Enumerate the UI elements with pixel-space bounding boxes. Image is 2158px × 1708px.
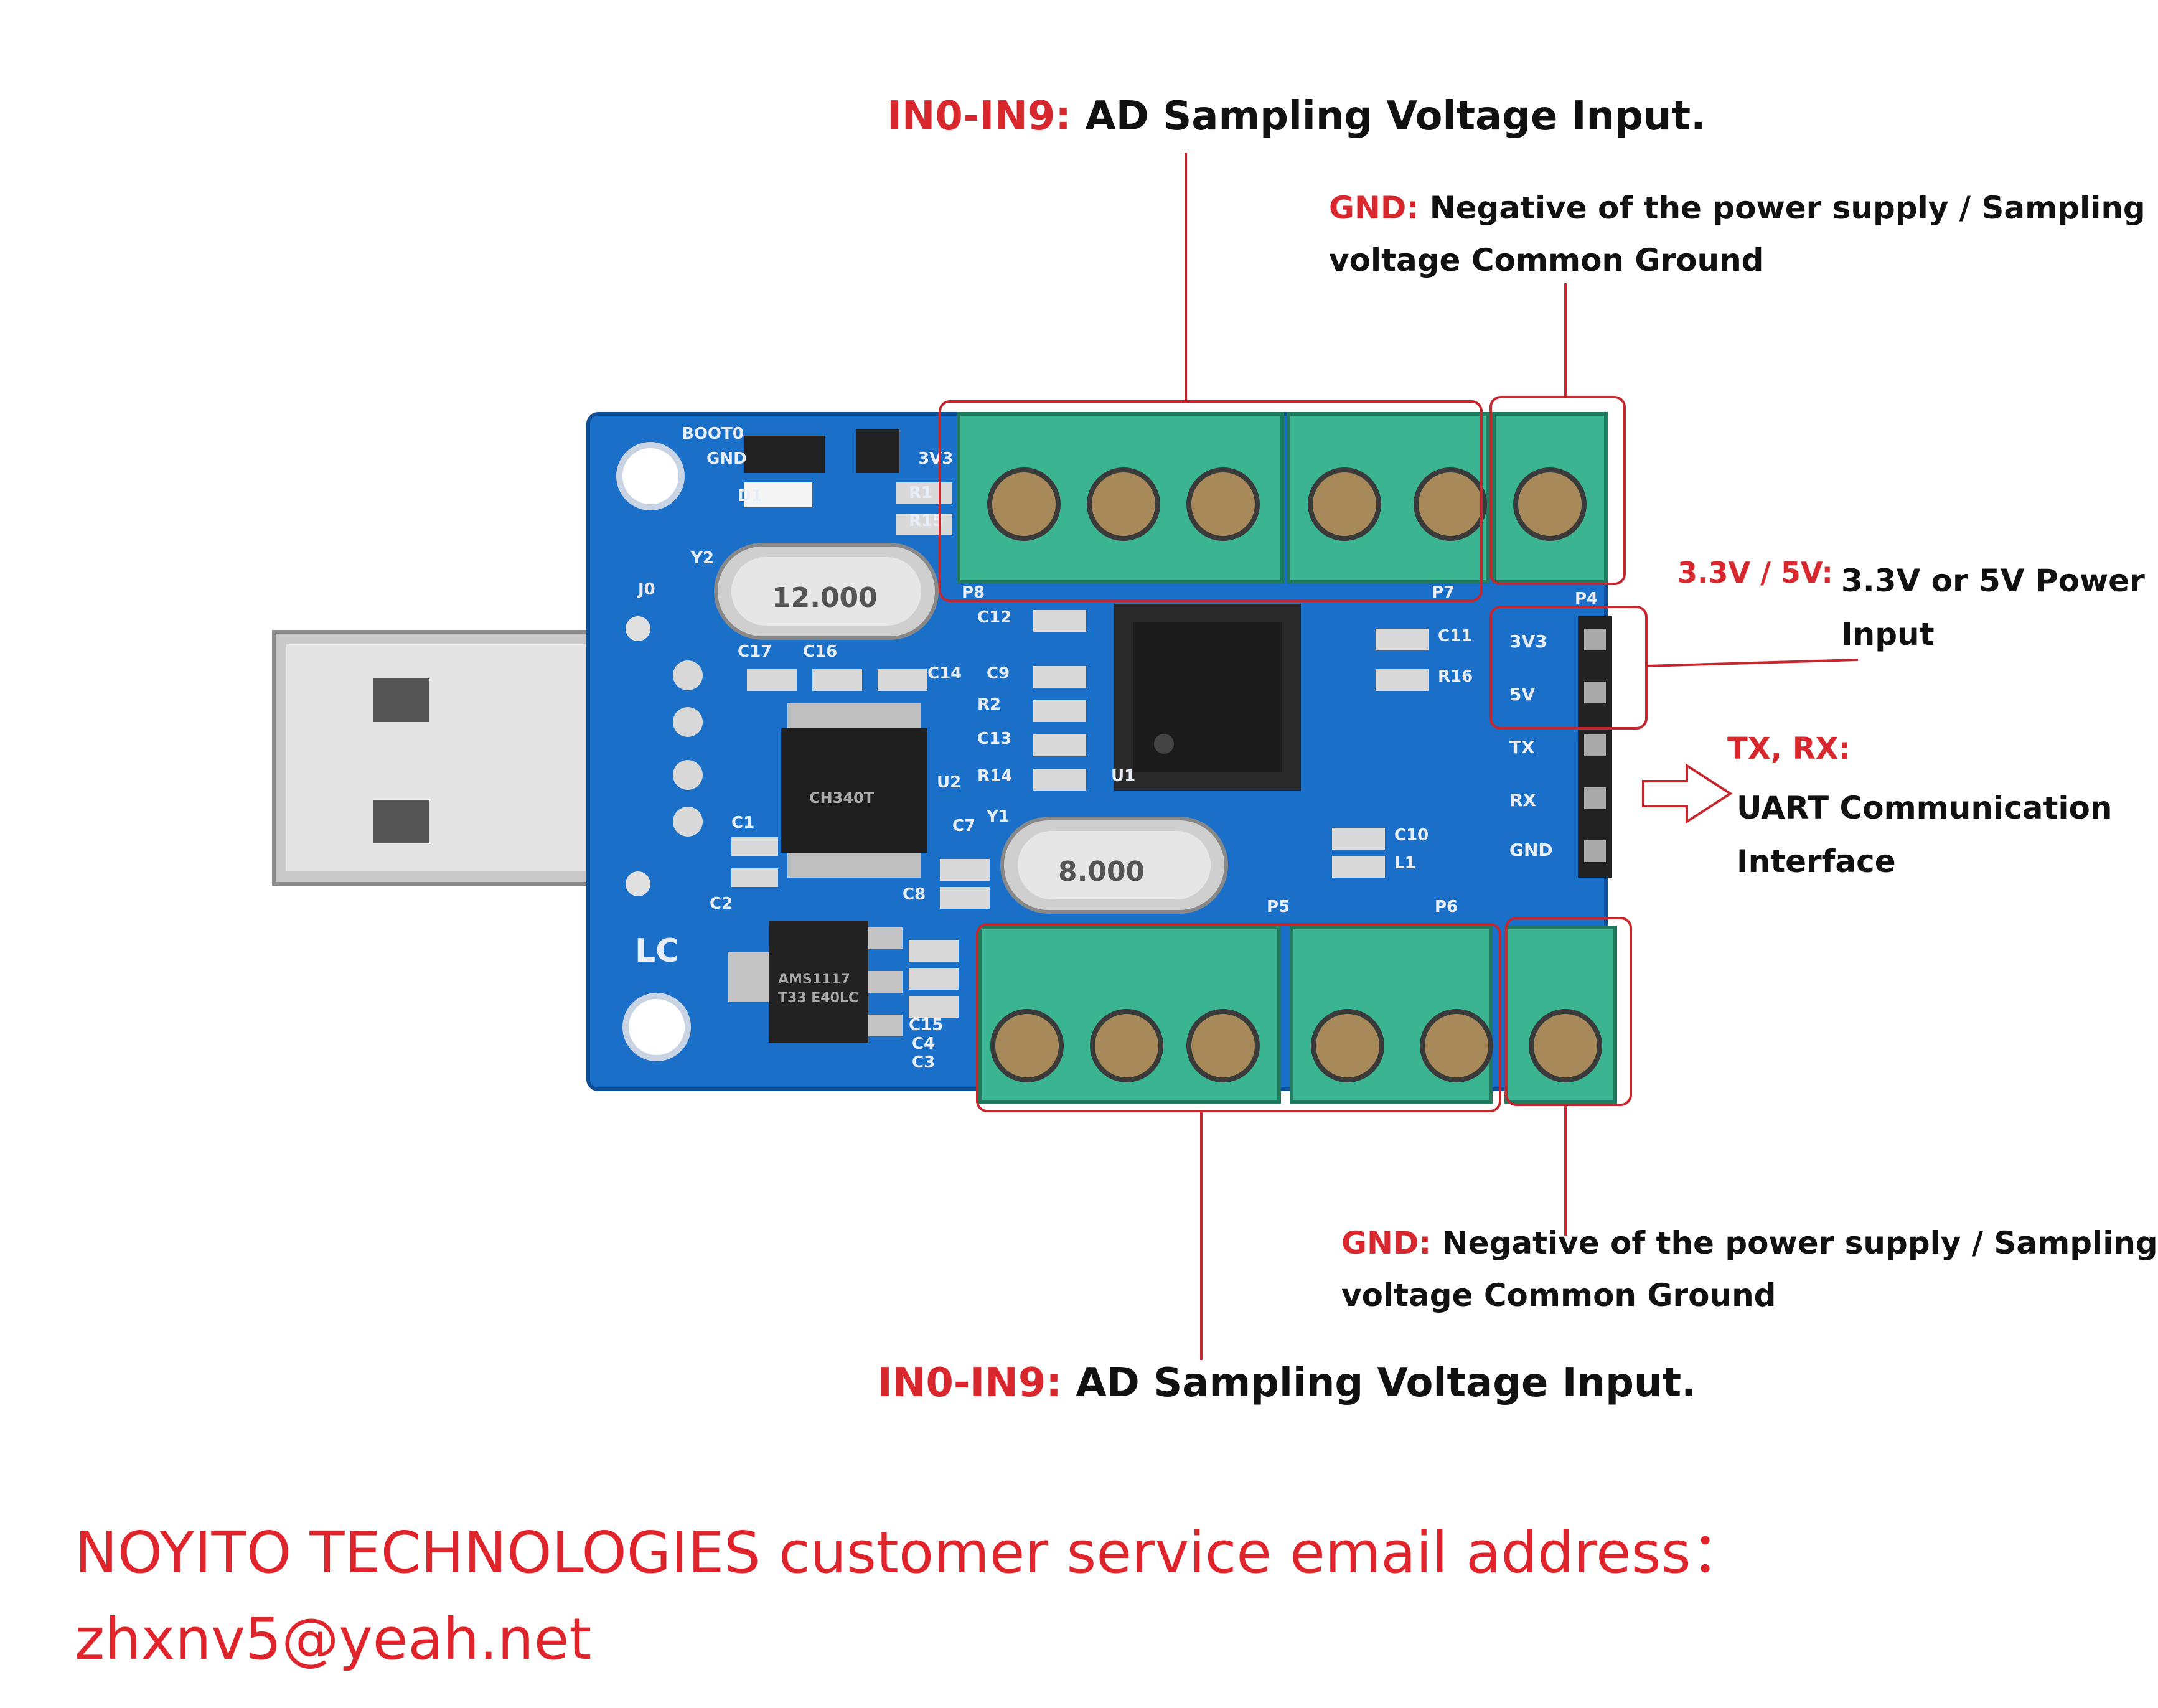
footer-email-address: zhxnv5@yeah.net [75,1606,592,1673]
bottom-gnd-key: GND: [1341,1225,1432,1261]
svg-text:C10: C10 [1394,826,1429,845]
svg-text:R14: R14 [977,767,1012,786]
regulator-chip [728,921,903,1043]
svg-text:C7: C7 [952,817,975,835]
svg-text:8.000: 8.000 [1058,856,1145,888]
mounting-holes [616,442,703,1061]
svg-text:AMS1117: AMS1117 [778,972,850,987]
svg-text:3V3: 3V3 [1509,631,1547,652]
svg-text:C12: C12 [977,608,1011,627]
label-power: 3.3V or 5V Power Input [1841,554,2145,661]
top-gnd-line2: voltage Common Ground [1329,242,1764,278]
highlight-top-in [939,400,1483,602]
callout-lines [939,152,1859,1360]
svg-text:5V: 5V [1509,684,1535,705]
svg-text:C16: C16 [803,642,837,661]
label-bottom-in: IN0-IN9: AD Sampling Voltage Input. [878,1360,1696,1406]
smd-components [731,482,1429,1018]
svg-text:R2: R2 [977,695,1001,714]
power-line2: Input [1841,616,1935,652]
top-gnd-line1: Negative of the power supply / Sampling [1419,190,2146,226]
highlight-bottom-gnd [1505,917,1632,1106]
svg-text:J0: J0 [637,580,655,599]
svg-text:R1: R1 [909,484,932,502]
svg-text:C11: C11 [1438,627,1472,645]
svg-text:U2: U2 [937,773,961,792]
svg-text:P8: P8 [962,583,985,602]
svg-text:P4: P4 [1575,589,1598,608]
highlight-power [1489,606,1648,730]
svg-text:T33 E40LC: T33 E40LC [778,990,858,1006]
top-gnd-key: GND: [1329,190,1419,226]
label-bottom-gnd: GND: Negative of the power supply / Samp… [1341,1217,2158,1321]
crystal-8mhz [1000,817,1228,914]
svg-text:TX: TX [1509,737,1535,758]
ch340-chip [781,703,927,878]
svg-text:GND: GND [706,449,747,468]
power-line1: 3.3V or 5V Power [1841,563,2145,599]
footer-email-caption: NOYITO TECHNOLOGIES customer service ema… [75,1519,1748,1586]
pin-header-p4 [1578,616,1612,878]
mcu-chip [1114,604,1301,791]
svg-text:C13: C13 [977,730,1011,748]
boot-jumper [744,429,899,507]
uart-line2: Interface [1737,843,1896,880]
svg-text:C15: C15 [909,1016,943,1035]
top-in-text: AD Sampling Voltage Input. [1071,93,1706,139]
svg-text:P7: P7 [1432,583,1455,602]
bottom-gnd-line1: Negative of the power supply / Sampling [1431,1225,2158,1261]
svg-text:C9: C9 [987,664,1010,683]
label-top-gnd: GND: Negative of the power supply / Samp… [1329,182,2146,286]
label-top-in: IN0-IN9: AD Sampling Voltage Input. [887,93,1705,139]
bottom-in-key: IN0-IN9: [878,1360,1062,1406]
label-power-key: 3.3V / 5V: [1677,556,1833,589]
svg-text:Y1: Y1 [986,807,1010,826]
svg-text:12.000: 12.000 [772,582,878,614]
terminal-block-bottom [978,926,1617,1104]
bottom-in-text: AD Sampling Voltage Input. [1061,1360,1697,1406]
svg-text:BOOT0: BOOT0 [682,425,744,443]
svg-text:U1: U1 [1111,767,1135,786]
svg-text:R16: R16 [1438,667,1473,686]
silkscreen-labels: BOOT0 GND 3V3 D1 R1 R15 Y2 J0 12.000 8.0… [635,425,1598,1072]
terminal-block-top [957,412,1608,584]
svg-text:Y2: Y2 [690,549,714,568]
svg-text:C1: C1 [731,814,754,832]
svg-text:L1: L1 [1394,854,1416,873]
svg-text:3V3: 3V3 [918,449,953,468]
svg-text:C8: C8 [903,885,926,904]
svg-text:LC: LC [635,932,679,970]
label-uart-key: TX, RX: [1727,731,1851,766]
label-uart: UART Communication Interface [1737,781,2112,888]
svg-text:CH340T: CH340T [809,789,875,807]
top-in-key: IN0-IN9: [887,93,1071,139]
svg-text:C2: C2 [710,894,733,913]
svg-text:C17: C17 [738,642,772,661]
highlight-top-gnd [1489,396,1626,585]
svg-text:GND: GND [1509,840,1553,860]
svg-text:R15: R15 [909,512,944,530]
svg-text:C14: C14 [927,664,962,683]
uart-arrow-icon [1642,763,1733,824]
svg-text:C4: C4 [912,1035,935,1053]
svg-text:P6: P6 [1435,898,1458,916]
svg-text:C3: C3 [912,1053,935,1072]
svg-text:RX: RX [1509,790,1537,810]
bottom-gnd-line2: voltage Common Ground [1341,1277,1776,1313]
uart-line1: UART Communication [1737,790,2113,826]
svg-text:D1: D1 [738,487,762,505]
crystal-12mhz [714,543,939,640]
svg-text:P5: P5 [1267,898,1290,916]
highlight-bottom-in [976,923,1501,1112]
